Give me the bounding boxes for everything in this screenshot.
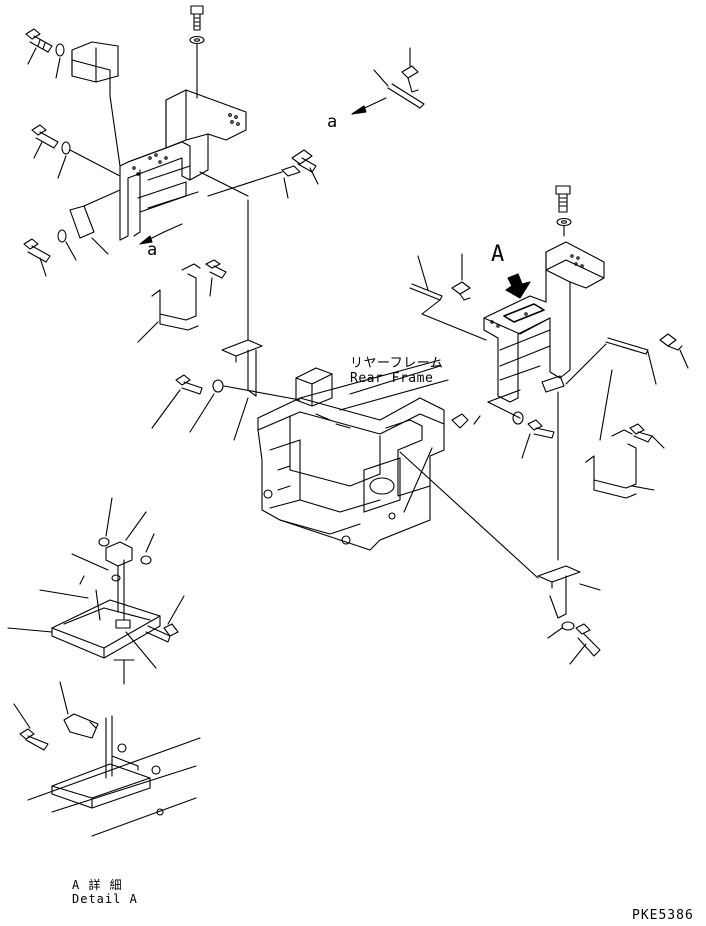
- bolt-lower-left: [23, 238, 51, 277]
- detail-A-arrow: [505, 273, 531, 299]
- bolt-rung-left: [205, 259, 227, 297]
- left-step-assembly: [23, 5, 425, 441]
- washer-detail-1: [98, 537, 110, 547]
- washer-foot-left: [212, 379, 224, 393]
- bolt-top-right: [555, 185, 571, 213]
- washer-right-lower: [512, 411, 524, 425]
- right-step-rung: [585, 369, 655, 499]
- bolt-rung-right: [629, 423, 665, 449]
- bolt-mid-left: [31, 124, 59, 159]
- washer-detail-2: [140, 555, 152, 565]
- left-bracket: [119, 89, 247, 241]
- bolt-right-lower: [521, 419, 555, 459]
- bolt-top-left: [190, 5, 204, 31]
- washer-mid-left: [61, 141, 71, 155]
- view-arrow-a-lower: [139, 235, 153, 245]
- view-label-a-upper: a: [327, 112, 338, 132]
- step-detail-assembly: [7, 497, 185, 685]
- drawing-code: PKE5386: [632, 908, 694, 923]
- right-step-assembly: [399, 185, 689, 665]
- left-small-plate: [69, 205, 95, 239]
- washer-lower-left: [57, 229, 67, 243]
- view-label-a-lower: a: [147, 240, 158, 260]
- bolt-detail: [145, 595, 185, 643]
- view-a-upper-pipe: [373, 47, 425, 109]
- bolt-foot-left: [151, 374, 203, 429]
- view-label-A: A: [491, 242, 505, 267]
- detail-label-en: Detail A: [72, 892, 138, 906]
- washer-foot-right: [561, 621, 575, 631]
- detail-label-jp: A 詳 細: [72, 878, 123, 892]
- washer-top-right: [556, 217, 572, 227]
- detail-a-fitting: [59, 681, 99, 739]
- right-foot-plate: [399, 451, 601, 619]
- small-bracket-bolt: [207, 149, 319, 199]
- bolt-foot-right: [569, 623, 601, 665]
- rear-frame-label-jp: リヤーフレーム: [350, 356, 444, 371]
- bolt-detail-a: [13, 703, 49, 751]
- view-arrow-a-upper: [351, 105, 367, 115]
- detail-a-view: [13, 681, 201, 837]
- rear-frame-label-en: Rear Frame: [350, 371, 434, 386]
- right-pipe: [409, 253, 487, 341]
- washer-top-left: [189, 35, 205, 45]
- right-side-pipe: [565, 333, 689, 385]
- left-foot-plate: [199, 171, 263, 441]
- left-step-rung: [137, 263, 201, 343]
- bolt-upper-left: [25, 28, 53, 65]
- rear-frame: [257, 359, 481, 551]
- washer-upper-left: [55, 43, 65, 57]
